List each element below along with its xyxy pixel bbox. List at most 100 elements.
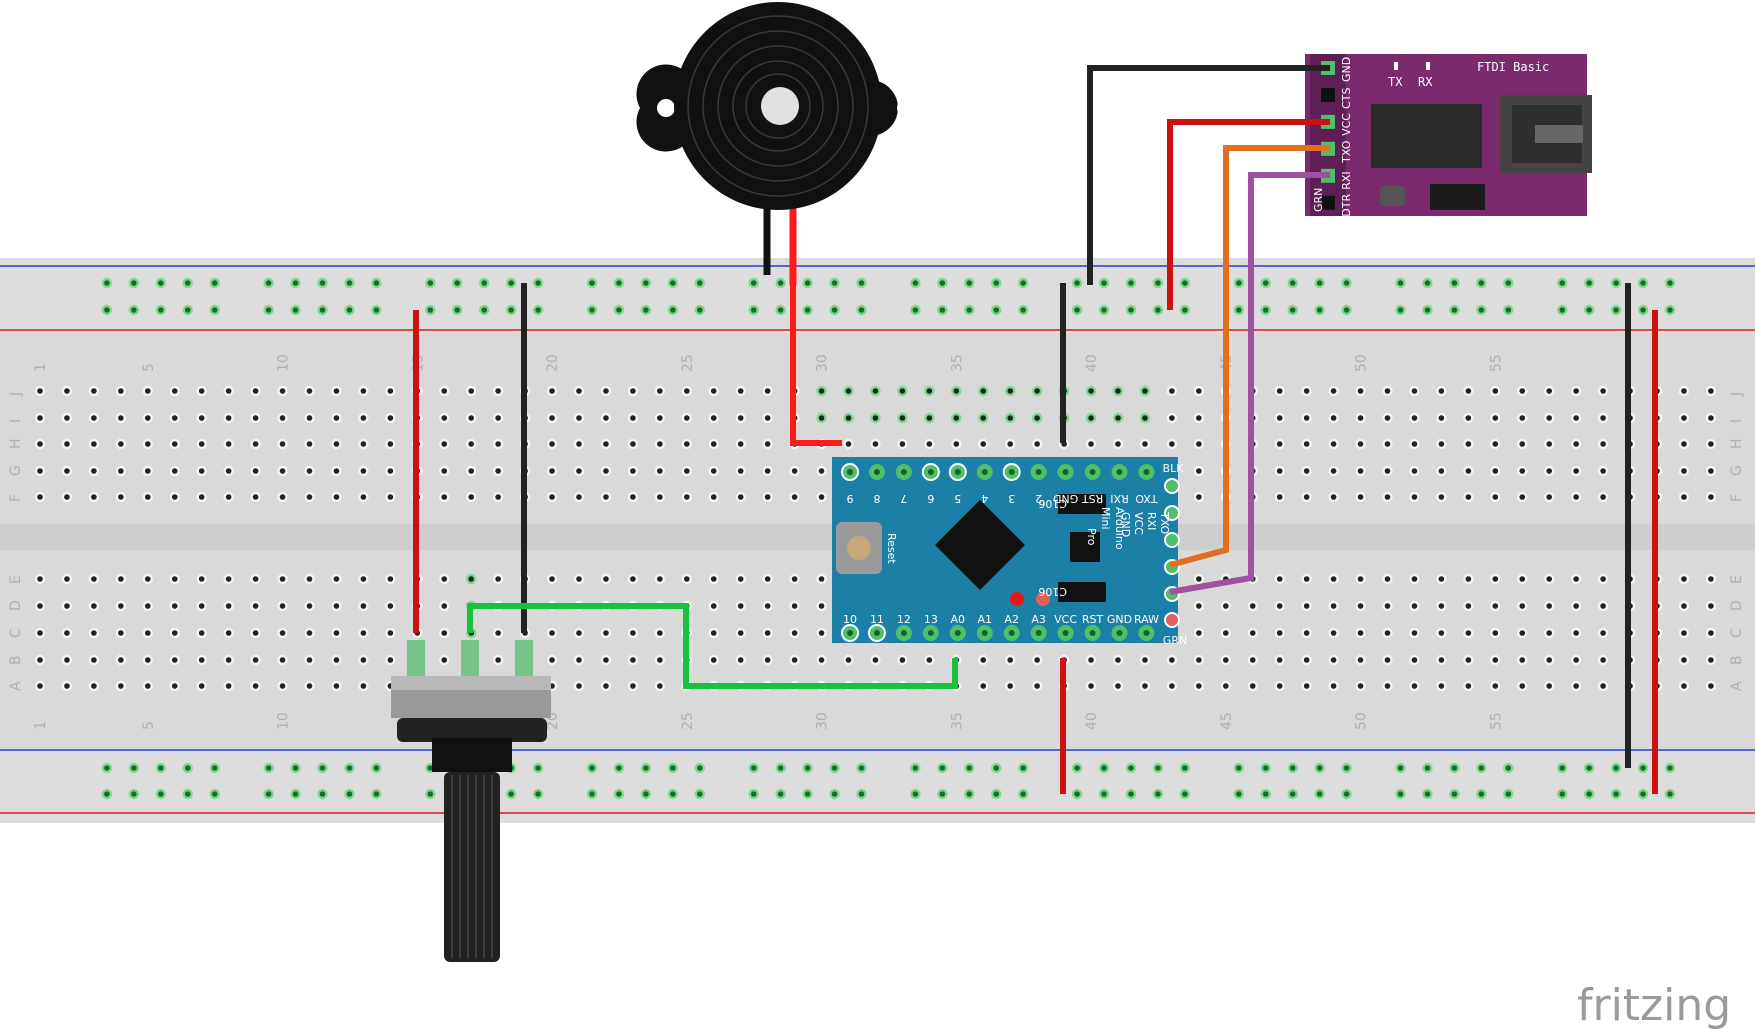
rail-hole-center	[373, 307, 380, 313]
breadboard-hole-center	[1330, 415, 1337, 421]
breadboard-hole-center	[1573, 657, 1579, 663]
breadboard-hole-center	[1519, 603, 1526, 609]
breadboard-hole-center	[1330, 657, 1337, 663]
breadboard-hole-center	[91, 576, 97, 582]
breadboard-hole-center	[1384, 388, 1391, 394]
breadboard-hole-center	[549, 576, 555, 582]
breadboard-hole-center	[630, 441, 636, 447]
rail-hole-center	[589, 791, 595, 797]
breadboard-hole-center	[441, 468, 448, 474]
breadboard-hole-center	[1034, 441, 1040, 447]
breadboard-hole-center	[1600, 603, 1606, 609]
rail-hole-center	[1667, 765, 1673, 771]
rail-hole-center	[454, 307, 461, 313]
rail-hole-center	[1128, 791, 1134, 797]
breadboard-hole-center	[1573, 441, 1579, 447]
breadboard-hole-center	[441, 603, 448, 609]
breadboard-hole-center	[252, 468, 259, 474]
rail-hole-center	[966, 791, 973, 797]
breadboard-hole-center	[1708, 494, 1714, 500]
breadboard-hole-center	[360, 630, 367, 636]
arduino-pin-label: 8	[873, 492, 880, 505]
rail-hole-center	[131, 791, 137, 797]
breadboard-hole-center	[1330, 630, 1337, 636]
breadboard-hole-center	[1034, 657, 1040, 663]
rail-hole-center	[670, 765, 676, 771]
rail-hole-center	[912, 765, 919, 771]
arduino-pin-label: 13	[924, 613, 938, 626]
breadboard-hole-center	[333, 576, 340, 582]
rail-hole-center	[858, 280, 865, 286]
breadboard-hole-center	[1223, 683, 1229, 689]
breadboard-hole-center	[710, 494, 717, 500]
arduino-pin-label: GND	[1107, 613, 1132, 626]
breadboard-hole-center	[279, 494, 286, 500]
rail-hole-center	[454, 280, 461, 286]
arduino-side-pin	[1164, 478, 1180, 494]
breadboard-hole-center	[630, 468, 636, 474]
arduino-pin-label: RAW	[1134, 613, 1159, 626]
breadboard-hole-center	[1088, 415, 1094, 421]
rail-hole-center	[1505, 280, 1512, 286]
breadboard-hole-center	[360, 576, 367, 582]
breadboard-hole-center	[198, 441, 205, 447]
rail-hole-center	[858, 791, 865, 797]
breadboard-hole-center	[1196, 441, 1202, 447]
arduino-pin-center	[1035, 630, 1042, 636]
rail-hole-center	[1424, 307, 1431, 313]
breadboard-hole-center	[198, 630, 205, 636]
row-letter: A	[1729, 681, 1745, 691]
rail-hole-center	[508, 280, 514, 286]
arduino-pin-center	[847, 469, 853, 475]
breadboard-hole-center	[1492, 576, 1499, 582]
rail-hole-center	[750, 791, 757, 797]
rail-hole-center	[1155, 765, 1161, 771]
breadboard-hole-center	[657, 468, 663, 474]
breadboard-hole-center	[1546, 630, 1552, 636]
breadboard-hole-center	[1438, 441, 1445, 447]
breadboard-hole-center	[1573, 576, 1579, 582]
ftdi-rx-label: RX	[1418, 75, 1433, 89]
row-letter: E	[1729, 575, 1745, 584]
breadboard-hole-center	[91, 388, 97, 394]
rail-hole-center	[1343, 280, 1350, 286]
arduino-pin-label: A2	[1004, 613, 1019, 626]
breadboard-hole-center	[468, 494, 475, 500]
breadboard-hole-center	[333, 603, 340, 609]
breadboard-hole-center	[710, 603, 717, 609]
wire-ftdi-txo	[1169, 145, 1330, 568]
wire-ftdi-rxi	[1169, 172, 1330, 595]
rail-hole-center	[319, 765, 326, 771]
rail-hole-center	[131, 280, 137, 286]
ftdi-pin	[1321, 195, 1335, 210]
breadboard-hole-center	[791, 468, 798, 474]
breadboard-hole-center	[657, 657, 663, 663]
breadboard-hole-center	[198, 657, 205, 663]
breadboard-hole-center	[64, 657, 70, 663]
breadboard-hole-center	[279, 415, 286, 421]
rail-hole-center	[616, 791, 622, 797]
rail-hole-center	[373, 791, 380, 797]
breadboard-hole-center	[1492, 494, 1499, 500]
breadboard-hole-center	[1169, 441, 1175, 447]
breadboard-hole-center	[1492, 388, 1499, 394]
breadboard-hole-center	[360, 468, 367, 474]
breadboard-hole-center	[1411, 657, 1418, 663]
breadboard-hole-center	[333, 494, 340, 500]
breadboard-hole-center	[1708, 603, 1714, 609]
rail-hole-center	[1020, 307, 1026, 313]
rail-hole-center	[1640, 280, 1646, 286]
breadboard-hole-center	[1600, 576, 1606, 582]
rail-hole-center	[265, 791, 272, 797]
rail-hole-center	[777, 307, 784, 313]
breadboard-hole-center	[1519, 415, 1526, 421]
breadboard-hole-center	[1330, 603, 1337, 609]
breadboard-hole-center	[764, 576, 771, 582]
breadboard-hole-center	[576, 388, 582, 394]
breadboard-hole-center	[737, 630, 744, 636]
breadboard-hole-center	[1276, 468, 1283, 474]
rail-hole-center	[966, 765, 973, 771]
breadboard-hole-center	[225, 576, 232, 582]
breadboard-hole-center	[684, 415, 690, 421]
